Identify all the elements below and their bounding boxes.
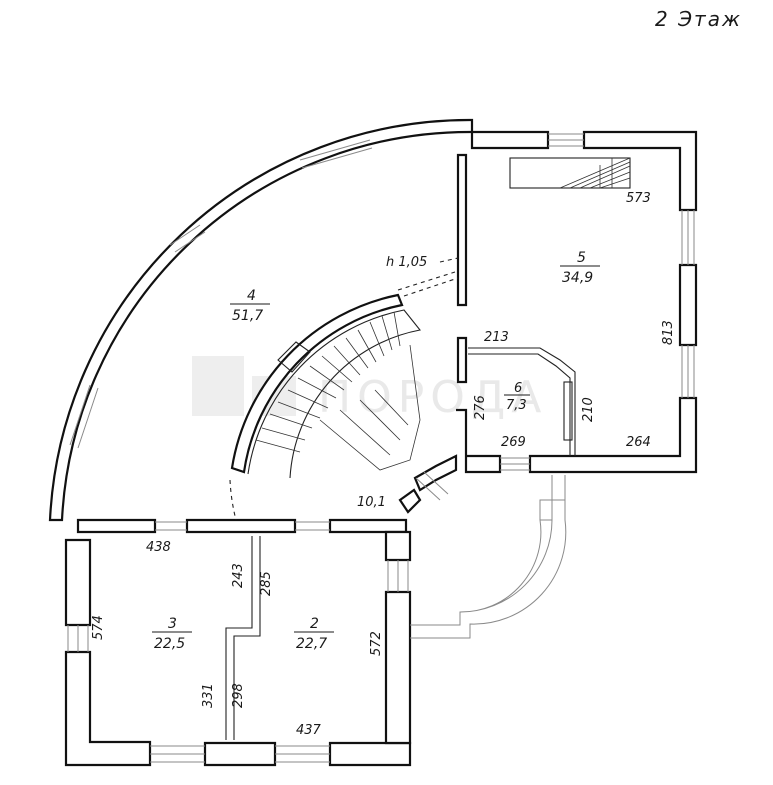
wall-inner-upper (456, 153, 468, 307)
wall-bottom-right (328, 741, 412, 767)
balcony-corner (539, 499, 565, 520)
windows (67, 133, 695, 763)
dim-331: 331 (201, 683, 216, 708)
dim-298: 298 (231, 683, 246, 708)
wall-left-lower (64, 650, 152, 767)
room-5-label: 5 34,9 (560, 250, 600, 286)
window-bottom-left (150, 745, 205, 763)
room-number: 4 (247, 288, 256, 304)
window-top (548, 133, 584, 147)
wall-inner-lower (456, 408, 502, 474)
stair-area-label: 10,1 (357, 495, 386, 510)
dim-285: 285 (259, 571, 274, 596)
dimensions: 573 813 213 276 210 269 264 438 243 285 … (91, 191, 676, 738)
room-6-fixture (563, 381, 573, 441)
door-opening-2 (295, 521, 330, 531)
level-mark: h 1,05 (386, 255, 427, 270)
wall-mid-3 (328, 518, 408, 534)
wall-top-right-segment (582, 130, 698, 212)
window-diagonal (415, 471, 449, 501)
level-dashed-lines (397, 257, 459, 297)
window-bottom-right-block (500, 457, 530, 471)
wall-right-middle (678, 263, 698, 347)
dim-264: 264 (626, 435, 651, 450)
watermark-text: ПОРОДА (318, 372, 547, 423)
dim-573: 573 (626, 191, 651, 206)
room-area: 22,5 (154, 636, 185, 652)
window-right-upper (681, 210, 695, 265)
wall-bottom-middle (203, 741, 277, 767)
room-4-label: 4 51,7 (230, 288, 270, 324)
dim-269: 269 (501, 435, 526, 450)
window-right-lower (681, 345, 695, 398)
stair-dashed-arc (229, 479, 237, 521)
room-2-label: 2 22,7 (294, 616, 334, 652)
wall-right-bottom (528, 396, 698, 474)
dim-210: 210 (581, 397, 596, 422)
room-area: 34,9 (562, 270, 593, 286)
room-area: 22,7 (296, 636, 327, 652)
partition-wall (225, 536, 261, 740)
stair-top-right (509, 157, 631, 189)
room-number: 6 (514, 381, 522, 396)
room-6-label: 6 7,3 (504, 381, 530, 413)
walls (48, 118, 698, 767)
room-area: 7,3 (506, 398, 527, 413)
room-6-outline (468, 347, 576, 456)
stair-steps-top (559, 157, 631, 189)
window-arc-3 (69, 384, 99, 449)
wall-mid-1 (76, 518, 157, 534)
window-arc-2 (169, 224, 206, 253)
room-number: 3 (168, 616, 177, 632)
wall-top-left-segment (470, 130, 550, 150)
dim-572: 572 (369, 631, 384, 656)
dim-574: 574 (91, 615, 106, 640)
wall-mid-2 (185, 518, 297, 534)
stair-inner (247, 309, 422, 479)
room-number: 5 (577, 250, 586, 266)
fireplace-symbol (277, 341, 311, 373)
stair-lower-flight (319, 344, 421, 471)
window-arc-1 (299, 139, 373, 169)
window-right (387, 560, 409, 592)
dim-438: 438 (146, 540, 171, 555)
window-bottom-mid (275, 745, 330, 763)
room-3-label: 3 22,5 (152, 616, 192, 652)
room-6-fixtures (468, 347, 576, 456)
dim-213: 213 (484, 330, 509, 345)
dim-437: 437 (296, 723, 322, 738)
wall-diagonal (413, 454, 458, 492)
dim-276: 276 (473, 395, 488, 420)
curved-stair (229, 257, 459, 521)
stair-outer-rail (230, 293, 404, 474)
wall-right-lower (384, 590, 412, 745)
dim-243: 243 (231, 563, 246, 588)
dim-813: 813 (661, 320, 676, 345)
stair-steps-curved (255, 311, 401, 453)
window-left (67, 625, 89, 652)
balcony (410, 475, 567, 639)
watermark: ПОРОДА (192, 356, 547, 423)
wall-left-upper (64, 538, 92, 627)
wall-diagonal-2 (398, 488, 422, 514)
room-number: 2 (310, 616, 319, 632)
door-opening-1 (155, 521, 187, 531)
wall-right-lower-top (384, 530, 412, 562)
wall-inner-mid (456, 336, 468, 384)
room-area: 51,7 (232, 308, 263, 324)
floor-title: 2 Этаж (655, 7, 742, 31)
